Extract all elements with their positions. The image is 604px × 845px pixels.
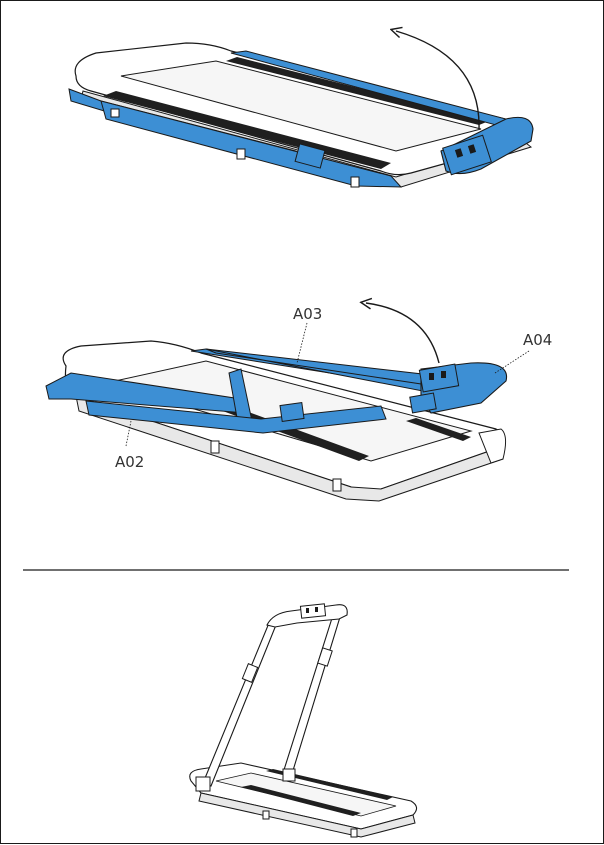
leader-line-a04 xyxy=(494,350,530,374)
rotation-arrow-icon xyxy=(396,31,480,130)
step1-treadmill-folded xyxy=(68,31,534,188)
belt-strip xyxy=(241,785,361,816)
label-a02: A02 xyxy=(115,453,144,471)
leader-line-a02 xyxy=(125,420,132,447)
label-a04: A04 xyxy=(523,331,552,349)
label-a03: A03 xyxy=(293,305,322,323)
belt-strip xyxy=(406,418,471,441)
belt-strip xyxy=(266,769,393,800)
leader-line-a03 xyxy=(296,322,308,364)
step2-treadmill-unfolding: A03 A04 A02 xyxy=(45,303,552,502)
rotation-arrow-icon xyxy=(366,303,440,364)
step3-treadmill-unfolded xyxy=(189,603,418,838)
belt-strip xyxy=(226,57,489,125)
